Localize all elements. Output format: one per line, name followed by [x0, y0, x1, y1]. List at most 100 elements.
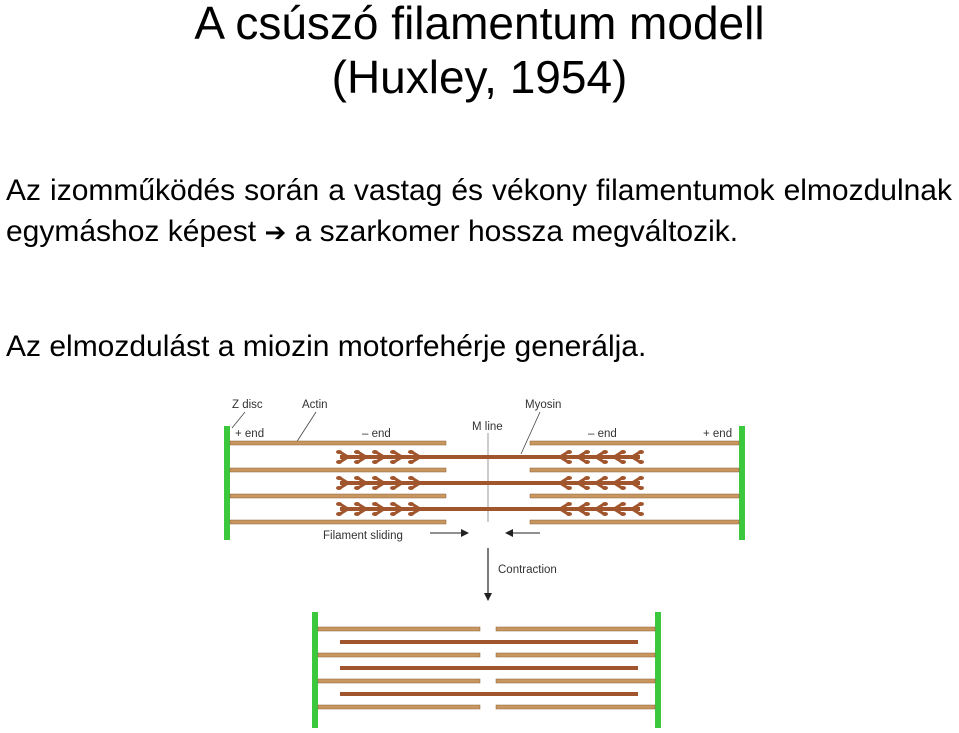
myosin-shaft [340, 666, 638, 670]
myosin-head-tip [390, 512, 396, 516]
myosin-head-tip [566, 450, 572, 454]
z-disc-left-relaxed [224, 426, 230, 540]
myosin-label: Myosin [525, 399, 561, 411]
myosin-head-tip [566, 460, 572, 464]
m-line-label: M line [472, 421, 503, 433]
myosin-filament [340, 666, 638, 670]
myosin-shaft [340, 481, 640, 485]
myosin-head-tip [584, 486, 590, 490]
title-line-1: A csúszó filamentum modell [194, 0, 765, 49]
actin-label: Actin [302, 399, 328, 411]
myosin-head-tip [336, 502, 342, 506]
title-line-2: (Huxley, 1954) [331, 51, 628, 103]
myosin-head-tip [390, 460, 396, 464]
myosin-head-tip [566, 512, 572, 516]
myosin-head-tip [354, 512, 360, 516]
paragraph1-text-a: Az izomműködés során a vastag és vékony … [6, 174, 952, 248]
myosin-head-tip [372, 476, 378, 480]
actin-filament-left [229, 467, 447, 473]
myosin-head-tip [390, 450, 396, 454]
myosin-head-tip [336, 450, 342, 454]
myosin-head-tip [638, 512, 644, 516]
myosin-filament [340, 692, 638, 696]
myosin-head-tip [584, 450, 590, 454]
myosin-head-tip [602, 502, 608, 506]
z-disc-label: Z disc [232, 399, 263, 411]
myosin-head-tip [336, 512, 342, 516]
myosin-head-tip [566, 486, 572, 490]
myosin-head-tip [602, 512, 608, 516]
myosin-head-tip [638, 502, 644, 506]
actin-filament-left [317, 704, 481, 710]
contraction-label: Contraction [498, 564, 557, 576]
myosin-head-tip [584, 502, 590, 506]
myosin-head-tip [354, 502, 360, 506]
actin-filament-left [229, 519, 447, 525]
myosin-head-tip [354, 460, 360, 464]
myosin-head-tip [620, 512, 626, 516]
myosin-head-tip [638, 460, 644, 464]
plus-end-left-label: + end [235, 428, 264, 440]
minus-end-right-label: – end [588, 428, 617, 440]
actin-filament-left [317, 678, 481, 684]
actin-filament-right [529, 467, 740, 473]
filament-sliding-label: Filament sliding [323, 530, 403, 542]
myosin-filament [336, 476, 644, 490]
paragraph-myosin-motor: Az elmozdulást a miozin motorfehérje gen… [6, 330, 647, 363]
myosin-head-tip [408, 512, 414, 516]
myosin-shaft [340, 692, 638, 696]
myosin-head-tip [390, 502, 396, 506]
myosin-head-tip [336, 486, 342, 490]
myosin-head-tip [390, 486, 396, 490]
myosin-head-tip [602, 450, 608, 454]
myosin-head-tip [566, 476, 572, 480]
myosin-head-tip [372, 502, 378, 506]
myosin-head-tip [602, 486, 608, 490]
myosin-shaft [340, 640, 638, 644]
myosin-head-tip [408, 460, 414, 464]
myosin-head-tip [372, 512, 378, 516]
myosin-head-tip [620, 486, 626, 490]
actin-filament-right [495, 678, 656, 684]
myosin-head-tip [408, 502, 414, 506]
actin-filament-left [229, 493, 447, 499]
myosin-head-tip [638, 476, 644, 480]
minus-end-left-label: – end [362, 428, 391, 440]
myosin-head-tip [408, 450, 414, 454]
myosin-filament [336, 450, 644, 464]
myosin-head-tip [354, 476, 360, 480]
actin-filament-right [495, 704, 656, 710]
myosin-head-tip [584, 460, 590, 464]
myosin-head-tip [354, 450, 360, 454]
myosin-head-tip [336, 460, 342, 464]
myosin-shaft [340, 455, 640, 459]
myosin-head-tip [372, 460, 378, 464]
myosin-head-tip [566, 502, 572, 506]
actin-filament-right [529, 519, 740, 525]
right-arrow-icon: ➔ [264, 218, 287, 248]
myosin-head-tip [390, 476, 396, 480]
myosin-head-tip [638, 450, 644, 454]
actin-filament-right [529, 440, 740, 446]
myosin-head-tip [620, 450, 626, 454]
myosin-head-tip [620, 476, 626, 480]
plus-end-right-label: + end [703, 428, 732, 440]
myosin-head-tip [602, 476, 608, 480]
myosin-shaft [340, 507, 640, 511]
myosin-head-tip [584, 512, 590, 516]
myosin-head-tip [336, 476, 342, 480]
myosin-head-tip [602, 460, 608, 464]
actin-filament-left [317, 626, 481, 632]
contracted-sarcomere [317, 626, 656, 710]
actin-filament-right [495, 626, 656, 632]
paragraph-filament-sliding: Az izomműködés során a vastag és vékony … [6, 170, 952, 254]
myosin-head-tip [620, 502, 626, 506]
myosin-head-tip [584, 476, 590, 480]
myosin-head-tip [620, 460, 626, 464]
myosin-head-tip [372, 450, 378, 454]
relaxed-sarcomere [229, 440, 740, 525]
actin-filament-left [317, 652, 481, 658]
myosin-pointer [520, 411, 541, 455]
actin-filament-right [495, 652, 656, 658]
